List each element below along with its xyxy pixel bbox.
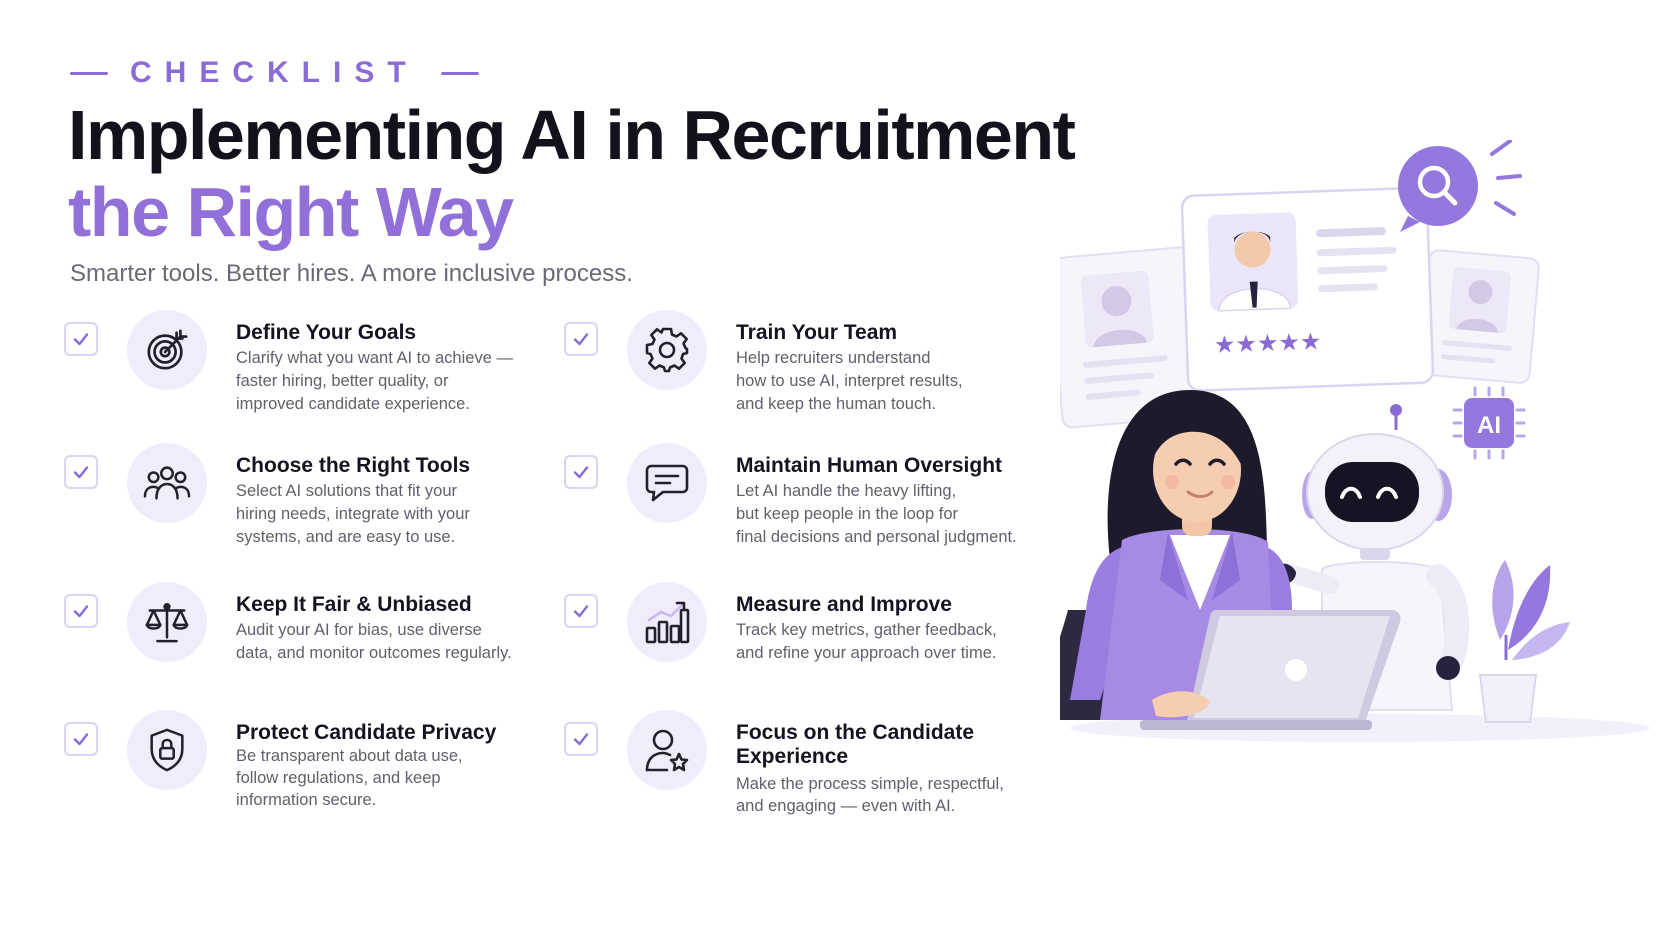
eyebrow-dash-right	[440, 71, 479, 75]
page-subtitle: Smarter tools. Better hires. A more incl…	[70, 260, 633, 287]
candidate-card-right	[1418, 249, 1540, 384]
item-desc-line: faster hiring, better quality, or	[236, 372, 449, 390]
item-title: Measure and Improve	[736, 593, 952, 616]
item-desc-line: and engaging — even with AI.	[736, 797, 956, 815]
item-title: Maintain Human Oversight	[736, 454, 1003, 477]
check-icon	[73, 733, 89, 746]
recruitment-illustration: ★★★★★ AI	[1060, 140, 1650, 742]
item-desc-line: Let AI handle the heavy lifting,	[736, 482, 957, 500]
icon-circle	[127, 710, 207, 790]
laptop	[1140, 610, 1401, 730]
icon-circle	[627, 310, 707, 390]
item-desc-line: Make the process simple, respectful,	[736, 775, 1004, 793]
icon-circle	[127, 443, 207, 523]
search-bubble	[1398, 140, 1522, 232]
item-title: Keep It Fair & Unbiased	[236, 593, 472, 616]
checkbox[interactable]	[564, 722, 598, 756]
item-title: Experience	[736, 745, 849, 768]
eyebrow-label: CHECKLIST	[130, 56, 419, 89]
plant-decoration	[1478, 560, 1570, 723]
item-desc-line: how to use AI, interpret results,	[736, 372, 963, 390]
item-desc-line: systems, and are easy to use.	[236, 528, 456, 546]
item-desc-line: final decisions and personal judgment.	[736, 528, 1017, 546]
item-title: Choose the Right Tools	[236, 454, 471, 477]
team-icon	[143, 466, 191, 500]
icon-circle	[627, 710, 707, 790]
item-desc-line: Clarify what you want AI to achieve —	[236, 349, 513, 367]
item-desc-line: Audit your AI for bias, use diverse	[236, 621, 482, 639]
checkbox[interactable]	[564, 455, 598, 489]
item-title: Focus on the Candidate	[736, 721, 975, 744]
item-desc-line: improved candidate experience.	[236, 395, 470, 413]
checkbox[interactable]	[64, 722, 98, 756]
item-desc-line: follow regulations, and keep	[236, 769, 441, 787]
check-icon	[73, 333, 89, 346]
check-icon	[573, 605, 589, 618]
user-star-icon	[645, 729, 689, 772]
item-desc-line: information secure.	[236, 791, 377, 809]
item-desc-line: and refine your approach over time.	[736, 644, 997, 662]
checkbox[interactable]	[64, 594, 98, 628]
item-desc-line: Be transparent about data use,	[236, 747, 463, 765]
eyebrow: CHECKLIST	[70, 56, 479, 90]
check-icon	[573, 733, 589, 746]
shield-lock-icon	[150, 728, 184, 772]
icon-circle	[627, 582, 707, 662]
item-desc-line: but keep people in the loop for	[736, 505, 959, 523]
checkbox[interactable]	[64, 455, 98, 489]
icon-circle	[627, 443, 707, 523]
item-title: Protect Candidate Privacy	[236, 721, 497, 744]
rating-stars: ★★★★★	[1213, 327, 1321, 359]
item-desc-line: data, and monitor outcomes regularly.	[236, 644, 512, 662]
candidate-card-left	[1060, 246, 1208, 429]
check-icon	[73, 466, 89, 479]
scales-icon	[145, 603, 189, 643]
checkbox[interactable]	[64, 322, 98, 356]
checkbox[interactable]	[564, 322, 598, 356]
item-title: Define Your Goals	[236, 321, 417, 344]
item-desc-line: Select AI solutions that fit your	[236, 482, 458, 500]
check-icon	[573, 466, 589, 479]
item-desc-line: Help recruiters understand	[736, 349, 931, 367]
robot-assistant	[1274, 404, 1470, 711]
candidate-card-main: ★★★★★	[1180, 186, 1435, 392]
ai-chip-icon: AI	[1452, 386, 1526, 460]
chat-icon	[645, 464, 689, 502]
icon-circle	[127, 582, 207, 662]
icon-circle	[127, 310, 207, 390]
gear-icon	[645, 327, 689, 373]
bar-chart-icon	[645, 601, 690, 644]
target-icon	[147, 329, 188, 370]
page-title: Implementing AI in Recruitment	[68, 96, 1076, 174]
item-desc-line: hiring needs, integrate with your	[236, 505, 470, 523]
check-icon	[73, 605, 89, 618]
item-desc-line: and keep the human touch.	[736, 395, 936, 413]
eyebrow-dash-left	[70, 71, 108, 75]
item-title: Train Your Team	[736, 321, 898, 344]
item-desc-line: Track key metrics, gather feedback,	[736, 621, 997, 639]
page-title-accent: the Right Way	[68, 173, 514, 251]
checkbox[interactable]	[564, 594, 598, 628]
check-icon	[573, 333, 589, 346]
ai-chip-label: AI	[1477, 412, 1501, 439]
